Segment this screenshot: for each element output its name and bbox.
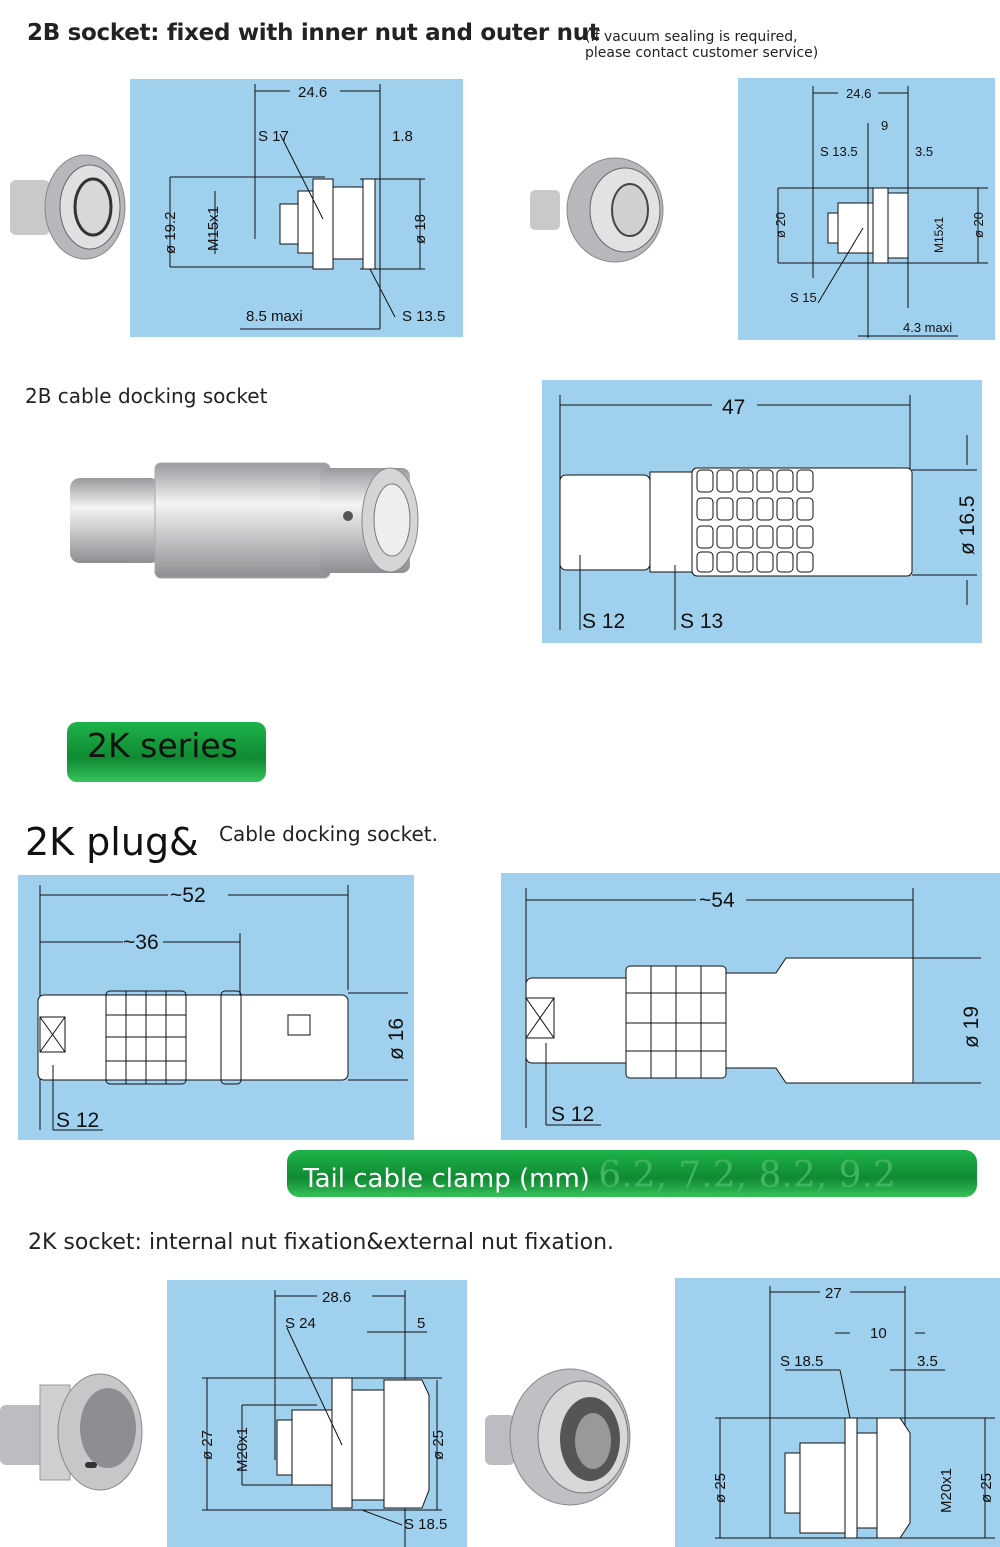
drawing-2k-outer-nut: 27 10 S 18.5 3.5 ø 25 M20x1 ø 25	[675, 1278, 1000, 1547]
series-badge: 2K series	[67, 722, 266, 782]
dim-outer-diameter: ø 19.2	[162, 211, 179, 254]
vacuum-note: (If vacuum sealing is required, please c…	[585, 29, 818, 61]
dim-diameter: ø 16.5	[956, 495, 979, 555]
label-nut: S 13.5	[820, 144, 858, 159]
dim-flange: 1.8	[392, 128, 413, 145]
dim-right-diameter: ø 20	[971, 212, 986, 238]
drawing-2k-plug: ~52 ~36 ø 16 S 12	[18, 875, 414, 1140]
dim-right-diameter: ø 25	[978, 1473, 995, 1503]
label-wrench: S 12	[551, 1103, 594, 1126]
dim-left-diameter: ø 20	[773, 212, 788, 238]
label-nut2: S 13.5	[402, 308, 445, 325]
dim-thread: M20x1	[938, 1468, 955, 1513]
dim-thread: M15x1	[205, 206, 222, 251]
dim-flange: 3.5	[915, 144, 933, 159]
tail-clamp-label: Tail cable clamp	[303, 1164, 511, 1194]
dim-thread: M15x1	[932, 217, 946, 253]
dim-length: ~54	[699, 889, 735, 912]
drawing-2b-cable-socket: 47 ø 16.5 S 12 S 13	[542, 380, 982, 643]
drawing-2b-inner-nut: 24.6 S 17 1.8 ø 19.2 M15x1 ø 18 8.5 maxi…	[130, 79, 463, 337]
tail-clamp-values: 6.2, 7.2, 8.2, 9.2	[598, 1155, 896, 1196]
label-nut: S 17	[258, 128, 289, 145]
dim-outer-diameter: ø 27	[199, 1430, 216, 1460]
label-nut2: S 18.5	[404, 1516, 447, 1533]
section-title-2k-plug: 2K plug&	[25, 820, 199, 864]
label-nut: S 24	[285, 1315, 316, 1332]
tail-clamp-unit: (mm)	[519, 1164, 590, 1194]
dim-inner-diameter: ø 18	[412, 214, 429, 244]
dim-diameter: ø 19	[960, 1006, 983, 1048]
socket-photo-inner-nut	[10, 154, 126, 260]
dim-length: 28.6	[322, 1289, 351, 1306]
dim-length: 24.6	[846, 86, 871, 101]
dim-left-diameter: ø 25	[712, 1473, 729, 1503]
label-wrench-1: S 12	[582, 610, 625, 633]
dim-front: 9	[881, 118, 888, 133]
drawing-2b-outer-nut: 24.6 9 S 13.5 3.5 ø 20 M15x1 ø 20 S 15 4…	[738, 78, 995, 340]
label-wrench-2: S 13	[680, 610, 723, 633]
label-wrench: S 12	[56, 1109, 99, 1132]
section-title-2b-socket: 2B socket: fixed with inner nut and oute…	[27, 20, 600, 46]
dim-length: 27	[825, 1285, 842, 1302]
drawing-2k-cable-socket: ~54 ø 19 S 12	[501, 873, 1000, 1140]
socket-photo-2k-outer	[485, 1368, 631, 1506]
note-line: (If vacuum sealing is required,	[585, 29, 798, 45]
dim-flange: 3.5	[917, 1353, 938, 1370]
section-title-2k-socket: 2K socket: internal nut fixation&externa…	[28, 1230, 615, 1255]
socket-photo-outer-nut	[530, 157, 664, 263]
cable-socket-photo	[70, 462, 419, 579]
label-nut2: S 15	[790, 290, 817, 305]
dim-panel-max: 8.5 maxi	[246, 308, 303, 325]
dim-thread: M20x1	[234, 1427, 251, 1472]
series-badge-label: 2K series	[87, 726, 238, 765]
drawing-2k-inner-nut: 28.6 S 24 5 ø 27 M20x1 ø 25 S 18.5	[167, 1280, 467, 1547]
dim-diameter: ø 16	[385, 1018, 408, 1060]
dim-front: 10	[870, 1325, 887, 1342]
section-title-2b-cable: 2B cable docking socket	[25, 384, 268, 408]
socket-photo-2k-inner	[0, 1373, 143, 1491]
dim-length: ~52	[170, 884, 206, 907]
dim-length: 47	[722, 396, 745, 419]
dim-grip-length: ~36	[123, 931, 159, 954]
dim-flange: 5	[417, 1315, 425, 1332]
tail-cable-clamp-badge: Tail cable clamp (mm) 6.2, 7.2, 8.2, 9.2	[287, 1150, 977, 1197]
dim-inner-diameter: ø 25	[430, 1430, 447, 1460]
label-nut: S 18.5	[780, 1353, 823, 1370]
dim-length: 24.6	[298, 84, 327, 101]
dim-panel-max: 4.3 maxi	[903, 320, 952, 335]
section-subtitle-2k-plug: Cable docking socket.	[219, 822, 438, 846]
note-line: please contact customer service)	[585, 45, 819, 61]
